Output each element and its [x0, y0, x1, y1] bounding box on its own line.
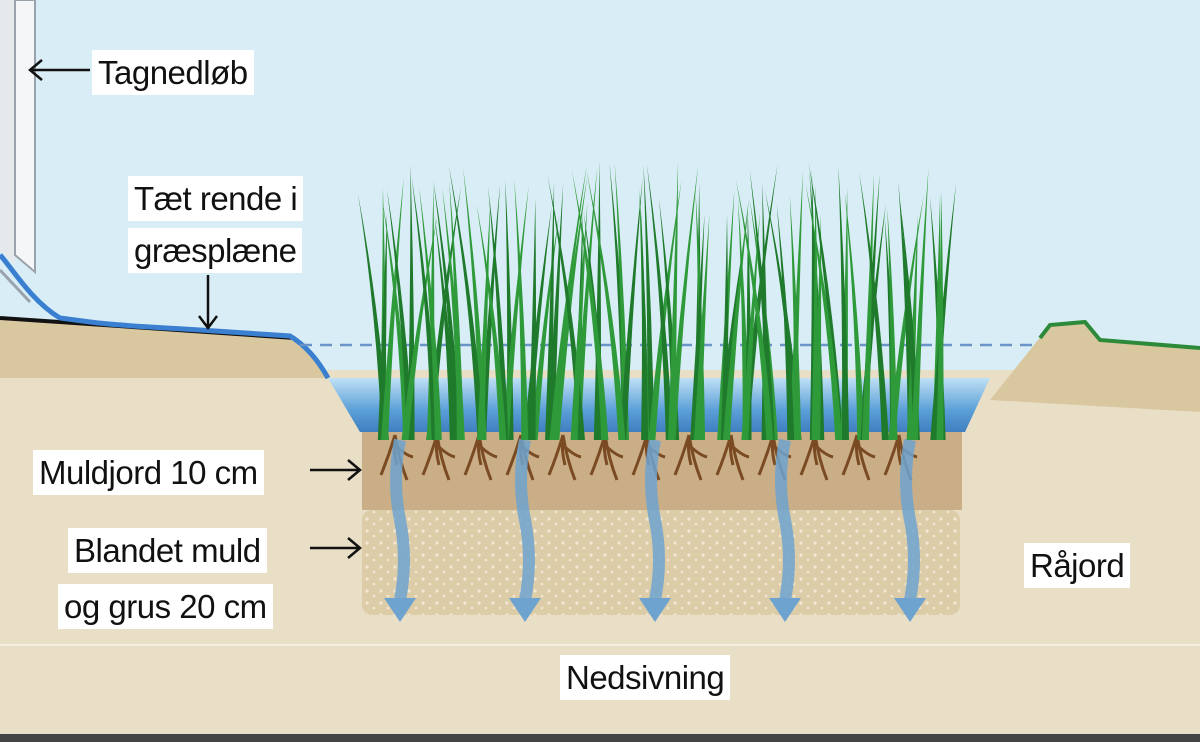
infiltration-arrow-head [769, 598, 801, 622]
grass-blade [643, 165, 655, 440]
grass-blade [668, 164, 699, 440]
grass-blade [838, 166, 850, 440]
label-mixed-line1: Blandet muld [68, 528, 267, 573]
topsoil-layer [362, 432, 962, 510]
gutter-water [0, 253, 331, 380]
grass-blade [514, 179, 529, 440]
gutter-arrow [198, 275, 218, 331]
grass-blade [648, 180, 682, 440]
root [589, 434, 624, 481]
grass-blade [722, 198, 749, 440]
infiltration-arrow-shaft [900, 438, 920, 602]
label-arrows [28, 59, 362, 559]
root [715, 434, 750, 481]
bottom-border [0, 734, 1200, 742]
label-infiltration: Nedsivning [560, 655, 731, 700]
infiltration-arrow-shaft [515, 438, 535, 602]
grass-blade [476, 204, 507, 440]
root [841, 434, 876, 481]
grass-blade [844, 192, 865, 440]
grass-blade [720, 214, 729, 440]
label-gutter-line1: Tæt rende i [128, 176, 304, 221]
grass-blade [386, 189, 414, 440]
left-mound [0, 318, 330, 378]
grass-blade [668, 161, 679, 440]
grass-blade [586, 169, 626, 440]
infiltration-arrows [384, 438, 926, 622]
label-downpipe: Tagnedløb [92, 50, 254, 95]
grass-blade [381, 177, 404, 441]
grass-blade [690, 213, 705, 440]
mixed-arrow [310, 537, 362, 559]
grass-blade [735, 178, 774, 440]
grass-blade [805, 183, 843, 440]
grass-blade [619, 177, 643, 440]
grass-blade [813, 213, 822, 440]
grass-blade [859, 172, 889, 440]
label-mixed-line2: og grus 20 cm [58, 584, 273, 629]
grass-blade [545, 181, 555, 440]
infiltration-arrow-head [509, 598, 541, 622]
grass-blade [811, 184, 819, 440]
grass-blade [861, 173, 874, 441]
grass-blade [433, 179, 462, 440]
grass-blade [910, 167, 929, 440]
grass-blade [579, 210, 609, 440]
grass-blade [570, 202, 588, 440]
grass-blade [646, 164, 673, 440]
grass-blade [640, 205, 649, 440]
grass-blade [741, 212, 760, 440]
grass-blade [377, 212, 388, 440]
root [463, 434, 498, 481]
grass-blade [693, 214, 710, 440]
grass-blade [749, 170, 775, 440]
grass-blade [487, 186, 509, 440]
root [547, 434, 582, 481]
infiltration-arrow-shaft [645, 438, 665, 602]
infiltration-arrow-head [639, 598, 671, 622]
downpipe-arrow [28, 59, 90, 81]
topsoil-arrow [310, 459, 362, 481]
right-mound-grass [1038, 319, 1200, 350]
grass-blade [411, 176, 439, 440]
root [673, 434, 708, 481]
grass-blade [419, 186, 442, 440]
label-gutter-line2: græsplæne [128, 228, 303, 273]
grass-blade [789, 195, 802, 440]
grass-blade [382, 200, 411, 440]
grass-blade [528, 198, 537, 440]
root [421, 434, 456, 481]
infiltration-arrow-shaft [390, 438, 410, 602]
label-topsoil: Muldjord 10 cm [33, 450, 264, 495]
grass-blade [501, 186, 529, 440]
infiltration-arrow-head [894, 598, 926, 622]
roots [379, 434, 918, 481]
grass-blade [448, 165, 485, 441]
grass-blade [477, 200, 491, 440]
infiltration-arrow-head [384, 598, 416, 622]
grass [357, 161, 957, 441]
grass-blade [442, 188, 465, 440]
grass-blade [936, 191, 944, 440]
grass-blade [776, 204, 795, 440]
label-raw-soil: Råjord [1024, 543, 1131, 588]
downpipe [0, 0, 36, 304]
infiltration-arrow-shaft [775, 438, 795, 602]
root [799, 434, 834, 481]
grass-blade [434, 215, 457, 440]
ponded-water [328, 378, 990, 432]
